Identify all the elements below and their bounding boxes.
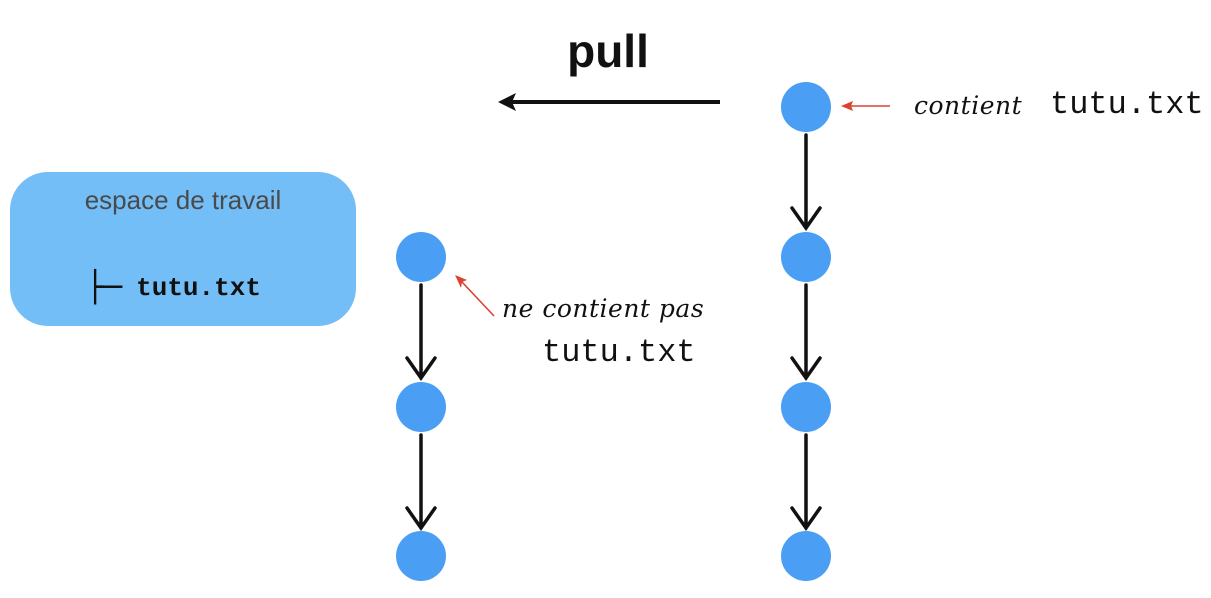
- remote-annotation-arrow: [841, 101, 890, 111]
- workspace-box: espace de travail ├─ tutu.txt: [10, 172, 356, 326]
- local-arrow-2: [405, 433, 437, 532]
- local-arrow-1: [405, 283, 437, 382]
- local-note-file: tutu.txt: [542, 334, 696, 371]
- remote-arrow-1: [790, 133, 822, 232]
- remote-commit-node: [781, 232, 831, 282]
- workspace-file-name: tutu.txt: [136, 273, 261, 303]
- local-branch: [396, 232, 446, 581]
- remote-commit-node: [781, 531, 831, 581]
- remote-arrow-2: [790, 283, 822, 382]
- local-branch-arrows: [405, 283, 437, 532]
- remote-arrow-3: [790, 433, 822, 532]
- workspace-title: espace de travail: [84, 185, 282, 215]
- remote-note-file: tutu.txt: [1050, 86, 1204, 123]
- local-note-text: ne contient pas: [502, 294, 705, 323]
- pull-arrow: [498, 93, 720, 111]
- local-commit-node: [396, 232, 446, 282]
- remote-branch: [781, 82, 831, 581]
- local-annotation-arrow: [455, 275, 495, 317]
- remote-commit-node: [781, 382, 831, 432]
- remote-commit-node: [781, 82, 831, 132]
- remote-branch-arrows: [790, 133, 822, 532]
- remote-note-text: contient: [914, 91, 1023, 120]
- workspace-file-entry: ├─ tutu.txt: [86, 268, 261, 305]
- local-commit-node: [396, 531, 446, 581]
- local-commit-node: [396, 382, 446, 432]
- pull-title: pull: [567, 25, 649, 77]
- tree-branch-icon: ├─: [86, 270, 123, 305]
